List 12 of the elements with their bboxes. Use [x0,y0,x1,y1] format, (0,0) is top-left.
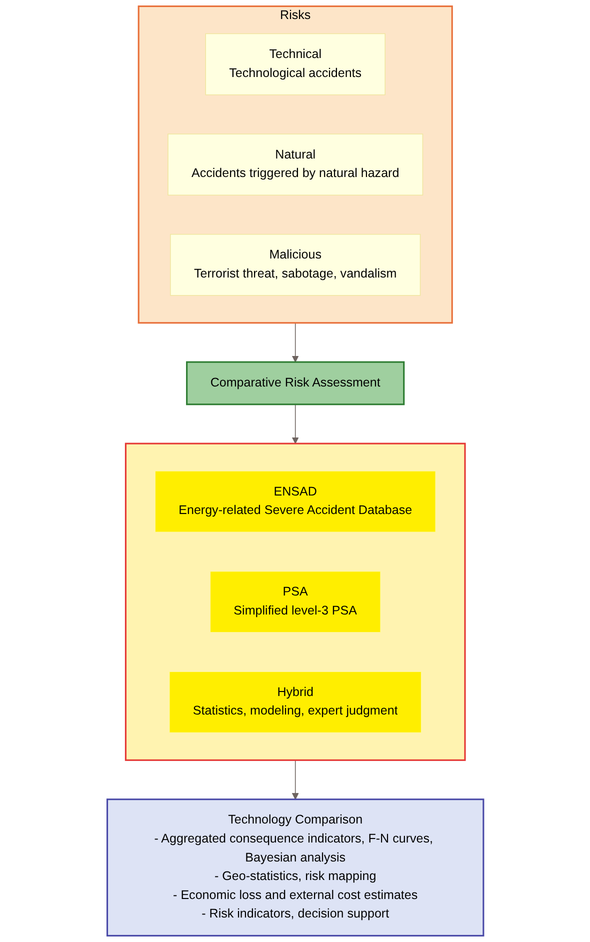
node-box: PSA Simplified level-3 PSA [209,570,381,633]
node-box: Technical Technological accidents [204,33,386,96]
arrow [292,404,298,444]
node-box: Technology Comparison - Aggregated consequence indicators, F-N curves, Bayesian analysis - Geo-statistics, risk mapping - Economic loss and external cost estimates - Risk indicators, decision support [106,798,484,936]
arrow [292,760,298,800]
node-box: Malicious Terrorist threat, sabotage, vandalism [170,234,420,296]
node-box: ENSAD Energy-related Severe Accident Database [154,470,436,532]
node-box: Comparative Risk Assessment [186,361,404,406]
cluster [124,442,466,761]
node-box: Natural Accidents triggered by natural hazard [167,134,423,196]
node-box: Hybrid Statistics, modeling, expert judgment [168,671,422,734]
arrow [292,322,298,362]
